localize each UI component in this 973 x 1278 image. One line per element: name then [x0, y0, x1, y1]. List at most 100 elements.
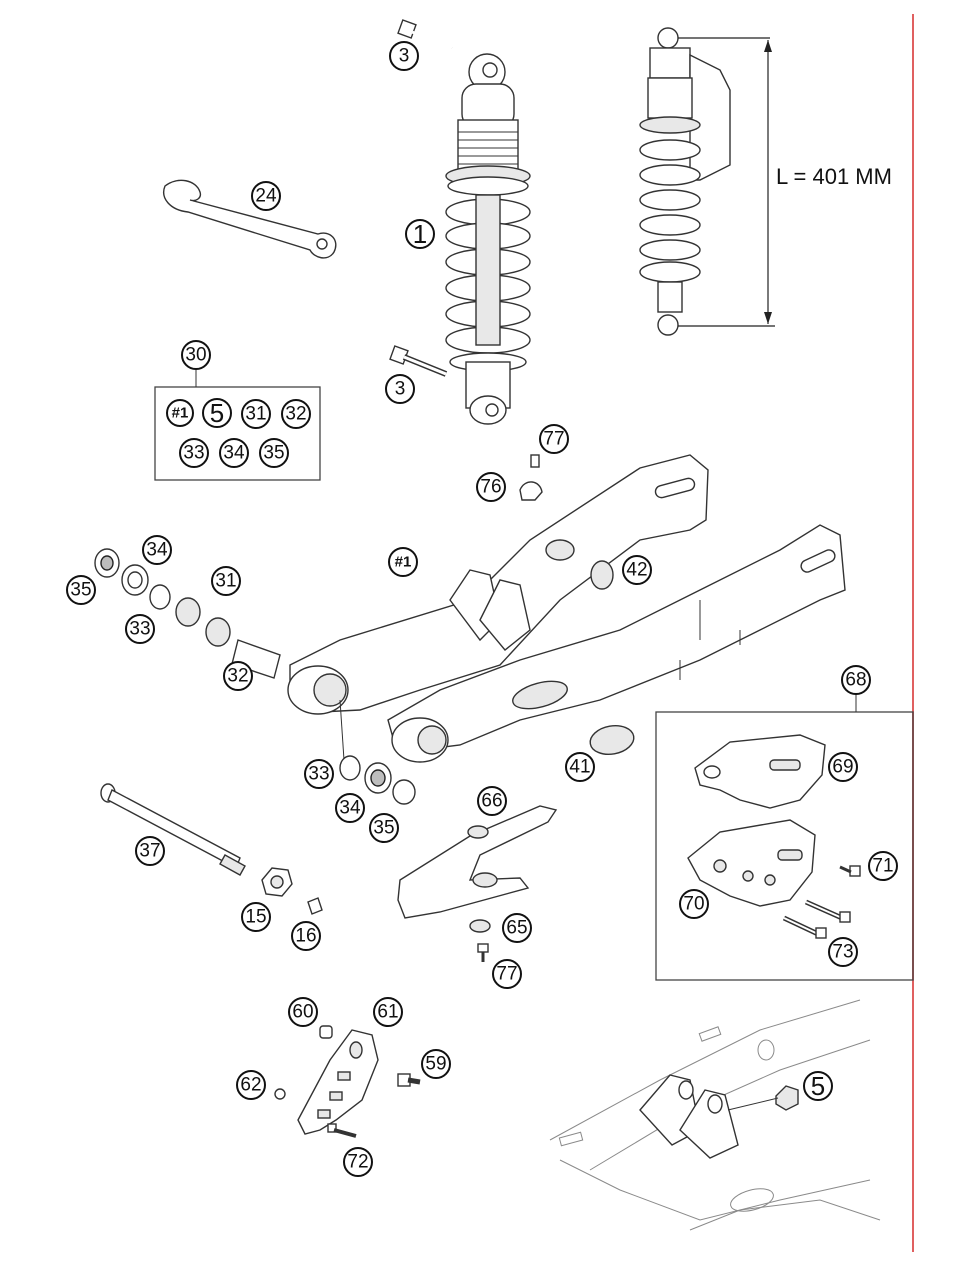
callout-3-lower: 3	[385, 374, 415, 404]
bracket-nut-62	[274, 1088, 286, 1100]
svg-text:3: 3	[395, 379, 406, 400]
pivot-axle	[100, 783, 246, 876]
kit-item-31: 31	[241, 399, 271, 429]
svg-text:34: 34	[146, 540, 168, 561]
kit-item-34: 34	[219, 438, 249, 468]
svg-text:1: 1	[413, 219, 427, 249]
svg-text:60: 60	[292, 1002, 313, 1023]
callout-30: 30	[181, 340, 211, 370]
axle-cap	[307, 897, 323, 915]
chain-slider	[397, 805, 558, 919]
callout-1: 1	[405, 219, 435, 249]
slider-washer	[469, 919, 491, 933]
svg-text:34: 34	[223, 443, 245, 464]
kit-item-35: 35	[259, 438, 289, 468]
callout-70: 70	[679, 889, 709, 919]
svg-text:42: 42	[626, 560, 647, 581]
chain-guide-bolts-73	[782, 899, 851, 939]
svg-text:76: 76	[480, 477, 501, 498]
svg-text:31: 31	[215, 571, 236, 592]
length-label: L = 401 MM	[776, 164, 892, 189]
callout-61: 61	[373, 997, 403, 1027]
callout-15: 15	[241, 902, 271, 932]
svg-text:71: 71	[872, 856, 893, 877]
svg-text:61: 61	[377, 1002, 398, 1023]
svg-text:35: 35	[263, 443, 284, 464]
slider-screw	[477, 943, 489, 962]
svg-text:41: 41	[569, 757, 590, 778]
svg-text:66: 66	[481, 791, 502, 812]
chain-guide-screw-71	[839, 865, 861, 877]
callout-24: 24	[251, 181, 281, 211]
callout-5: 5	[803, 1071, 833, 1101]
svg-text:77: 77	[543, 429, 564, 450]
length-dimension: L = 401 MM	[678, 37, 892, 327]
shock-bolt-upper	[397, 19, 453, 50]
svg-text:#1: #1	[395, 554, 412, 571]
pivot-bearing-set-lower	[339, 755, 416, 805]
swingarm-plug	[589, 724, 635, 756]
axle-nut	[261, 867, 293, 897]
shock-side-view	[639, 27, 731, 336]
callout-77-upper: 77	[539, 424, 569, 454]
svg-text:35: 35	[70, 580, 91, 601]
callout-35-upper: 35	[66, 575, 96, 605]
svg-text:33: 33	[129, 619, 150, 640]
svg-text:35: 35	[373, 818, 394, 839]
svg-text:70: 70	[683, 894, 704, 915]
callout-65: 65	[502, 913, 532, 943]
callout-34-upper: 34	[142, 535, 172, 565]
swingarm-bushing	[590, 560, 614, 590]
swingarm-detail-view	[549, 999, 881, 1231]
hook-wrench	[163, 179, 337, 259]
svg-text:5: 5	[210, 398, 224, 428]
chain-guide-upper	[694, 734, 826, 809]
svg-text:3: 3	[399, 46, 410, 67]
callout-42: 42	[622, 555, 652, 585]
callout-34-lower: 34	[335, 793, 365, 823]
cable-clip	[519, 454, 543, 501]
svg-text:5: 5	[811, 1071, 825, 1101]
shock-bolt-lower	[389, 345, 448, 377]
svg-text:65: 65	[506, 918, 527, 939]
callout-59: 59	[421, 1049, 451, 1079]
callout-41: 41	[565, 752, 595, 782]
svg-text:34: 34	[339, 798, 361, 819]
svg-text:32: 32	[227, 666, 248, 687]
svg-text:37: 37	[139, 841, 160, 862]
svg-text:33: 33	[183, 443, 204, 464]
callout-66: 66	[477, 786, 507, 816]
svg-text:69: 69	[832, 757, 853, 778]
shock-absorber	[445, 53, 531, 425]
svg-text:32: 32	[285, 404, 306, 425]
svg-text:59: 59	[425, 1054, 446, 1075]
chain-guide-bracket	[297, 1029, 379, 1135]
kit-item-32: 32	[281, 399, 311, 429]
repair-kit-box	[154, 386, 321, 481]
svg-text:73: 73	[832, 942, 853, 963]
bracket-spacer-60	[319, 1025, 333, 1039]
svg-text:16: 16	[295, 926, 316, 947]
callout-69: 69	[828, 752, 858, 782]
callout-71: 71	[868, 851, 898, 881]
svg-text:31: 31	[245, 404, 266, 425]
svg-text:30: 30	[185, 345, 206, 366]
callout-76: 76	[476, 472, 506, 502]
pivot-bearing-set-upper	[94, 548, 345, 761]
chain-guide-lower	[687, 819, 816, 907]
svg-text:72: 72	[347, 1152, 368, 1173]
kit-item-33: 33	[179, 438, 209, 468]
callout-68: 68	[841, 665, 871, 695]
callout-3-upper: 3	[389, 41, 419, 71]
callout-72: 72	[343, 1147, 373, 1177]
swingarm	[287, 454, 846, 763]
kit-item-5: 5	[202, 398, 232, 428]
callout-31: 31	[211, 566, 241, 596]
callout-62: 62	[236, 1070, 266, 1100]
callout-33-lower: 33	[304, 759, 334, 789]
callout-60: 60	[288, 997, 318, 1027]
callout-33-upper: 33	[125, 614, 155, 644]
svg-text:68: 68	[845, 670, 866, 691]
callout-37: 37	[135, 836, 165, 866]
